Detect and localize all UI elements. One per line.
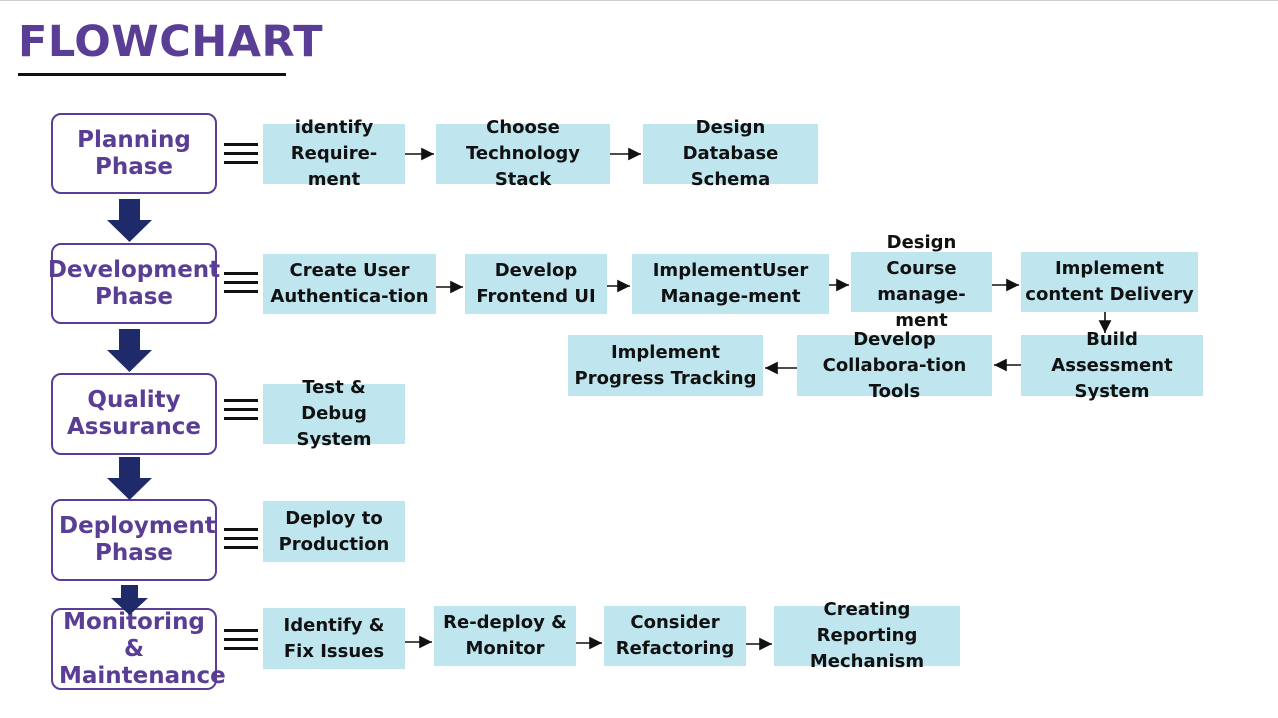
- step-box: Design Database Schema: [643, 117, 818, 190]
- step-box: ImplementUser Manage-ment: [632, 254, 829, 314]
- step-box: Implement content Delivery: [1021, 252, 1198, 312]
- phase-label: Planning Phase: [77, 126, 191, 180]
- page-title: FLOWCHART: [18, 17, 324, 67]
- step-box: Build Assessment System: [1021, 329, 1203, 402]
- phase-planning: Planning Phase: [51, 113, 217, 194]
- equivalence-icon: [224, 143, 258, 165]
- phase-quality: Quality Assurance: [51, 373, 217, 455]
- step-box: Develop Frontend UI: [465, 254, 607, 314]
- equivalence-icon: [224, 399, 258, 421]
- phase-deployment: Deployment Phase: [51, 499, 217, 581]
- top-border: [0, 0, 1278, 1]
- step-box: Implement Progress Tracking: [568, 335, 763, 396]
- phase-label: Development Phase: [47, 256, 221, 310]
- down-arrow: [111, 585, 148, 615]
- step-box: Create User Authentica-tion: [263, 254, 436, 314]
- step-box: Identify & Fix Issues: [263, 608, 405, 669]
- phase-label: Deployment Phase: [59, 513, 216, 566]
- phase-development: Development Phase: [47, 243, 221, 324]
- phase-monitoring: Monitoring & Maintenance: [51, 608, 226, 690]
- down-arrow: [107, 457, 152, 500]
- equivalence-icon: [224, 272, 258, 294]
- step-box: Re-deploy & Monitor: [434, 606, 576, 666]
- down-arrow: [107, 329, 152, 372]
- phase-label: Quality Assurance: [66, 387, 202, 440]
- step-box: Choose Technology Stack: [436, 117, 610, 190]
- equivalence-icon: [224, 528, 258, 550]
- title-underline: [18, 73, 286, 76]
- down-arrow: [107, 199, 152, 242]
- equivalence-icon: [224, 629, 258, 651]
- step-box: Deploy to Production: [263, 501, 405, 562]
- step-box: Consider Refactoring: [604, 606, 746, 666]
- phase-label: Monitoring & Maintenance: [59, 608, 226, 689]
